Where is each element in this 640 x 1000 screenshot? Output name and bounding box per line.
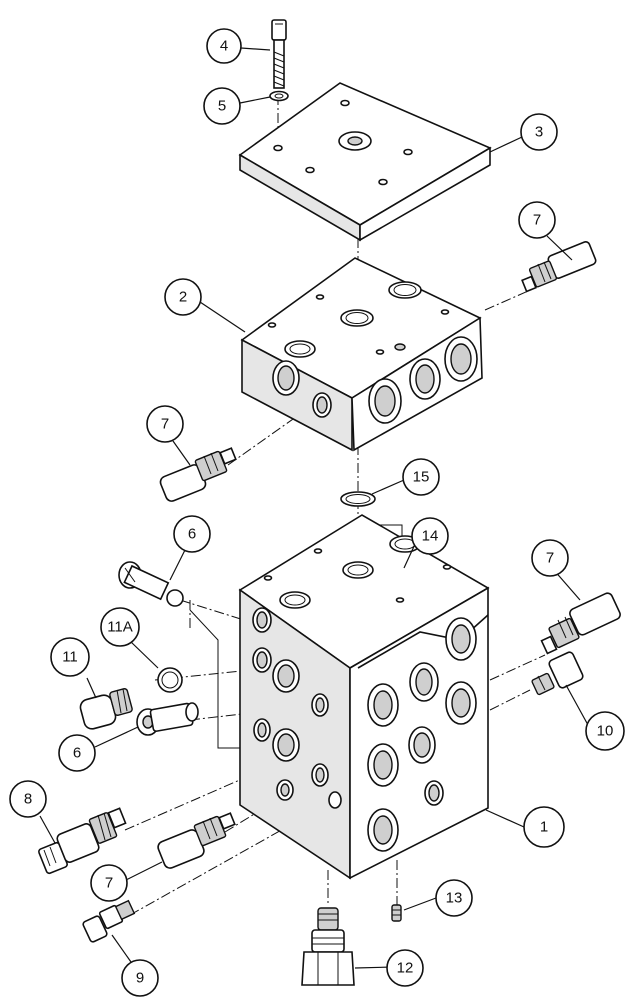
part-6-check-valve-upper (118, 561, 184, 607)
callout-2-label: 2 (179, 289, 187, 306)
callout-3-label: 3 (535, 124, 543, 141)
part-8-solenoid-valve (38, 807, 127, 875)
callout-3: 3 (520, 113, 558, 151)
callout-8: 8 (9, 780, 47, 818)
callout-6-upper-label: 6 (188, 526, 196, 543)
callout-9-label: 9 (136, 970, 144, 987)
part-5-washer (269, 90, 289, 102)
part-3-cover-plate (238, 82, 492, 242)
callout-12-label: 12 (397, 960, 414, 977)
callout-1: 1 (523, 806, 565, 848)
callout-7-right-middle-label: 7 (546, 550, 554, 567)
part-1-main-valve-body (238, 514, 490, 880)
part-7-cartridge-right-middle (540, 592, 621, 655)
callout-6-lower-label: 6 (73, 745, 81, 762)
callout-1-label: 1 (540, 819, 548, 836)
callout-7-left-upper: 7 (146, 405, 184, 443)
callout-9: 9 (121, 959, 159, 997)
callout-10: 10 (585, 711, 625, 751)
callout-6-lower: 6 (58, 734, 96, 772)
callout-14-label: 14 (422, 528, 439, 545)
callout-7-upper-right: 7 (518, 201, 556, 239)
callout-11: 11 (50, 637, 90, 677)
callout-11-label: 11 (62, 649, 78, 666)
part-11a-o-ring (157, 667, 183, 693)
part-6-check-valve-lower (136, 702, 199, 736)
callout-7-upper-right-label: 7 (533, 212, 541, 229)
part-7-cartridge-left-lower (157, 812, 236, 869)
part-13-small-fitting (391, 904, 402, 922)
part-10-relief-valve (531, 651, 584, 696)
callout-10-label: 10 (597, 723, 614, 740)
part-11-plug (79, 688, 133, 730)
callout-7-left-upper-label: 7 (161, 416, 169, 433)
part-12-solenoid-cartridge (301, 907, 355, 986)
callout-8-label: 8 (24, 791, 32, 808)
callout-5-label: 5 (218, 98, 226, 115)
callout-11a: 11A (100, 607, 140, 647)
callout-14: 14 (411, 517, 449, 555)
part-7-cartridge-left-upper (159, 447, 237, 502)
callout-13-label: 13 (446, 890, 463, 907)
callout-7-right-middle: 7 (531, 539, 569, 577)
callout-15: 15 (402, 458, 440, 496)
callout-6-upper: 6 (173, 515, 211, 553)
callout-7-left-lower: 7 (90, 864, 128, 902)
callout-15-label: 15 (413, 469, 430, 486)
callout-2: 2 (164, 278, 202, 316)
callout-5: 5 (203, 87, 241, 125)
part-15-o-ring (340, 491, 376, 507)
callout-13: 13 (435, 879, 473, 917)
callout-4: 4 (206, 28, 242, 64)
callout-12: 12 (386, 949, 424, 987)
callout-4-label: 4 (220, 38, 228, 55)
part-2-valve-section (240, 257, 483, 452)
part-4-bolt (271, 19, 287, 89)
leader-lines (39, 47, 589, 969)
callout-11a-label: 11A (107, 619, 133, 636)
callout-7-left-lower-label: 7 (105, 875, 113, 892)
part-9-plug (82, 899, 136, 943)
